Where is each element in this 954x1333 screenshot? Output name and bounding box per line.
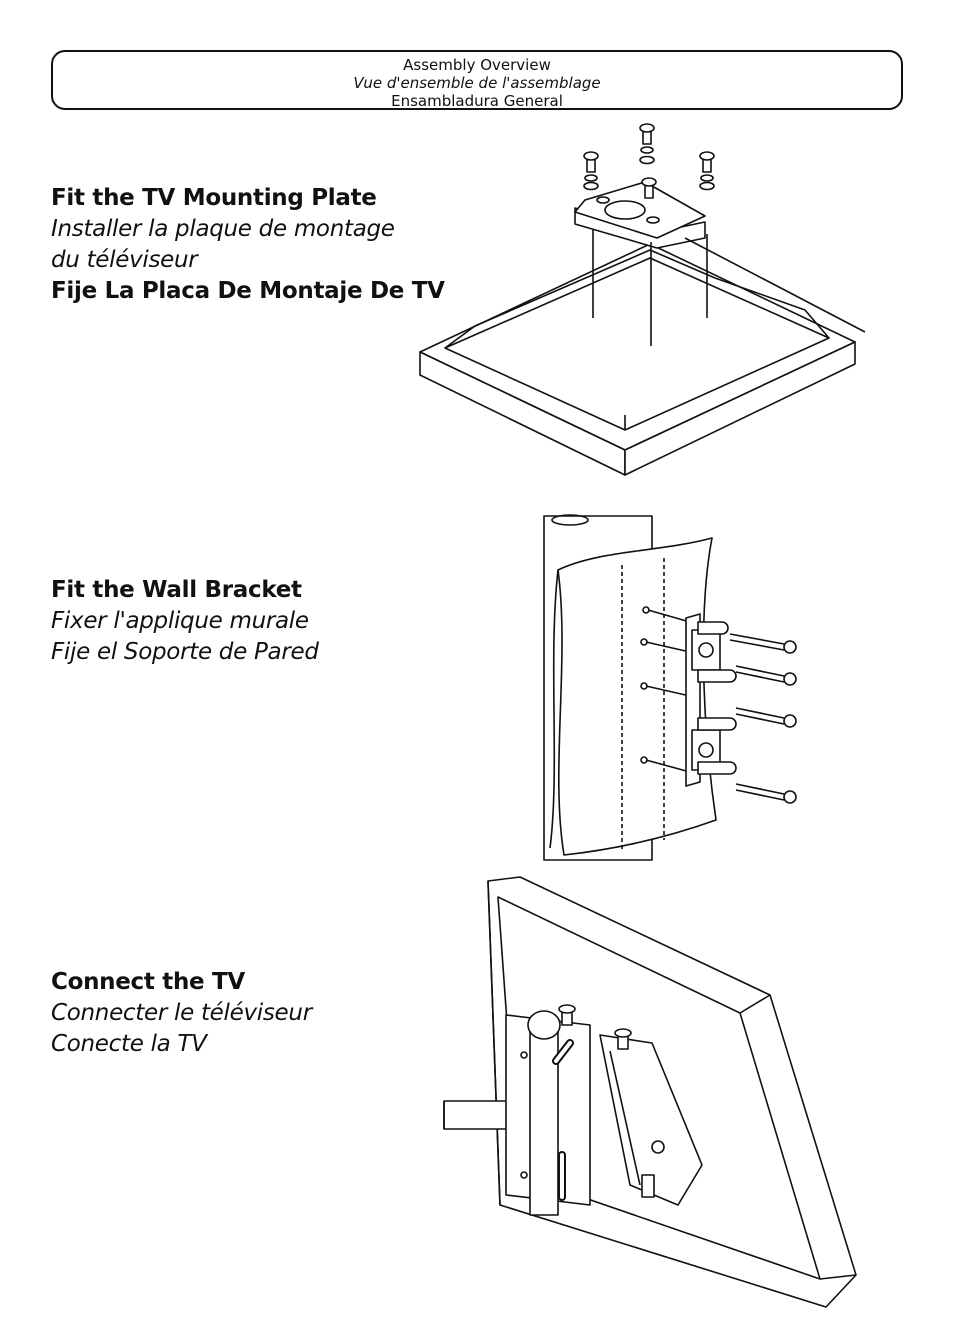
step-3-title-spanish: Conecte la TV [51, 1031, 207, 1057]
step-3-title-english: Connect the TV [51, 969, 245, 995]
step-1-title-french-line1: Installer la plaque de montage [51, 216, 395, 242]
step-2-title-english: Fit the Wall Bracket [51, 577, 302, 603]
connect-tv-illustration [440, 875, 860, 1315]
step-1-title-french-line2: du téléviseur [51, 247, 198, 273]
step-1-title-spanish: Fije La Placa De Montaje De TV [51, 278, 445, 304]
mounting-plate-illustration [415, 120, 885, 485]
step-3-title-french: Connecter le téléviseur [51, 1000, 312, 1026]
step-2-title-spanish: Fije el Soporte de Pared [51, 639, 319, 665]
step-1-text: Fit the TV Mounting Plate Installer la p… [51, 183, 445, 307]
header-title-french: Vue d'ensemble de l'assemblage [353, 74, 601, 92]
step-1-title-english: Fit the TV Mounting Plate [51, 185, 377, 211]
header-title-spanish: Ensambladura General [391, 92, 563, 110]
header-title-english: Assembly Overview [403, 56, 551, 74]
wall-bracket-illustration [540, 510, 810, 865]
section-header-box: Assembly Overview Vue d'ensemble de l'as… [51, 50, 903, 110]
step-2-text: Fit the Wall Bracket Fixer l'applique mu… [51, 575, 319, 668]
step-3-text: Connect the TV Connecter le téléviseur C… [51, 967, 312, 1060]
step-2-title-french: Fixer l'applique murale [51, 608, 309, 634]
